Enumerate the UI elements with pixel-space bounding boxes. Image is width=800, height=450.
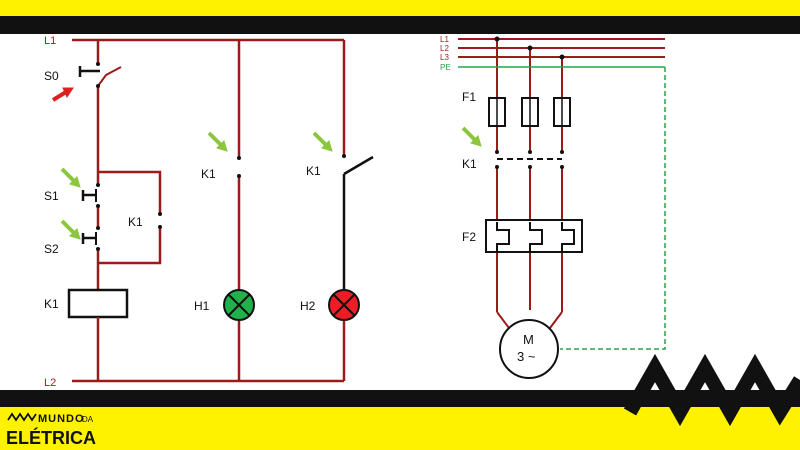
label-k1-nc: K1 xyxy=(306,164,321,178)
motor-m xyxy=(499,319,559,379)
control-contact-dots xyxy=(96,62,346,251)
s0-contact xyxy=(97,66,122,87)
label-k1-coil: K1 xyxy=(44,297,59,311)
brand-word-da: DA xyxy=(82,415,94,424)
k1-nc-blade xyxy=(343,155,374,176)
label-s1: S1 xyxy=(44,189,59,203)
overload-relay-f2 xyxy=(485,219,583,253)
green-arrow-icon xyxy=(207,131,228,152)
label-k1-power: K1 xyxy=(462,157,477,171)
label-h1: H1 xyxy=(194,299,210,313)
k1-coil xyxy=(67,288,129,319)
power-junction-dots xyxy=(494,36,565,169)
label-f2: F2 xyxy=(462,230,476,244)
brand-logo: MUNDO DA ELÉTRICA xyxy=(6,412,96,448)
label-h2: H2 xyxy=(300,299,316,313)
green-arrow-icon xyxy=(60,167,81,188)
label-bus-l2: L2 xyxy=(44,377,56,389)
power-circuit xyxy=(458,38,665,333)
pe-ground-wire xyxy=(560,67,666,350)
label-pe-power: PE xyxy=(440,63,451,72)
lamp-h1 xyxy=(223,289,255,321)
label-s0: S0 xyxy=(44,69,59,83)
green-arrow-icon xyxy=(60,219,81,240)
top-black-bar xyxy=(0,16,800,34)
label-bus-l1: L1 xyxy=(44,35,56,47)
green-arrow-icon xyxy=(461,126,482,147)
label-motor-m: M xyxy=(523,332,534,347)
bottom-yellow-bar xyxy=(0,407,800,450)
lamp-h2 xyxy=(328,289,360,321)
bottom-black-bar xyxy=(0,390,800,407)
label-f1: F1 xyxy=(462,90,476,104)
label-l1-power: L1 xyxy=(440,35,449,44)
brand-word-mundo: MUNDO xyxy=(38,413,85,425)
label-motor-phase: 3 ~ xyxy=(517,349,536,364)
control-circuit xyxy=(67,38,346,383)
top-yellow-bar xyxy=(0,0,800,16)
label-k1-no: K1 xyxy=(201,167,216,181)
label-l3-power: L3 xyxy=(440,53,449,62)
label-l2-power: L2 xyxy=(440,44,449,53)
red-arrow-icon xyxy=(51,87,74,102)
green-arrow-icon xyxy=(312,131,333,152)
brand-word-eletrica: ELÉTRICA xyxy=(6,427,96,448)
label-s2: S2 xyxy=(44,242,59,256)
label-k1-hold: K1 xyxy=(128,215,143,229)
zigzag-logo xyxy=(623,353,800,427)
